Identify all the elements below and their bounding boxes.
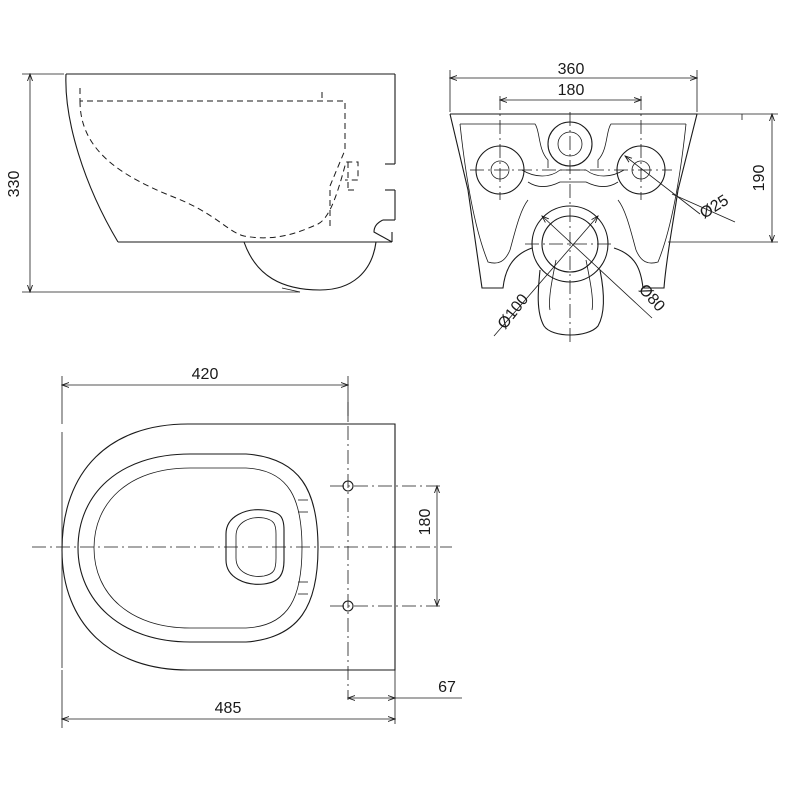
top-width-label: 420: [192, 366, 219, 383]
rear-hole-height-label: 190: [751, 165, 768, 192]
outlet-inner-diameter-label: Ø80: [635, 281, 668, 315]
rear-width-label: 360: [558, 61, 585, 78]
top-rear-offset-label: 67: [438, 679, 456, 696]
side-height-label: 330: [6, 171, 23, 198]
outlet-outer-diameter-label: Ø100: [495, 291, 533, 332]
rear-view: 360 180 190 Ø25 Ø100 Ø80: [450, 61, 778, 346]
rear-hole-diameter-label: Ø25: [697, 192, 732, 222]
top-view: 420 180 67 485: [32, 366, 462, 728]
top-length-label: 485: [215, 700, 242, 717]
side-view: 330: [6, 74, 396, 292]
rear-hole-spacing-label: 180: [558, 82, 585, 99]
top-hole-spacing-label: 180: [417, 509, 434, 536]
